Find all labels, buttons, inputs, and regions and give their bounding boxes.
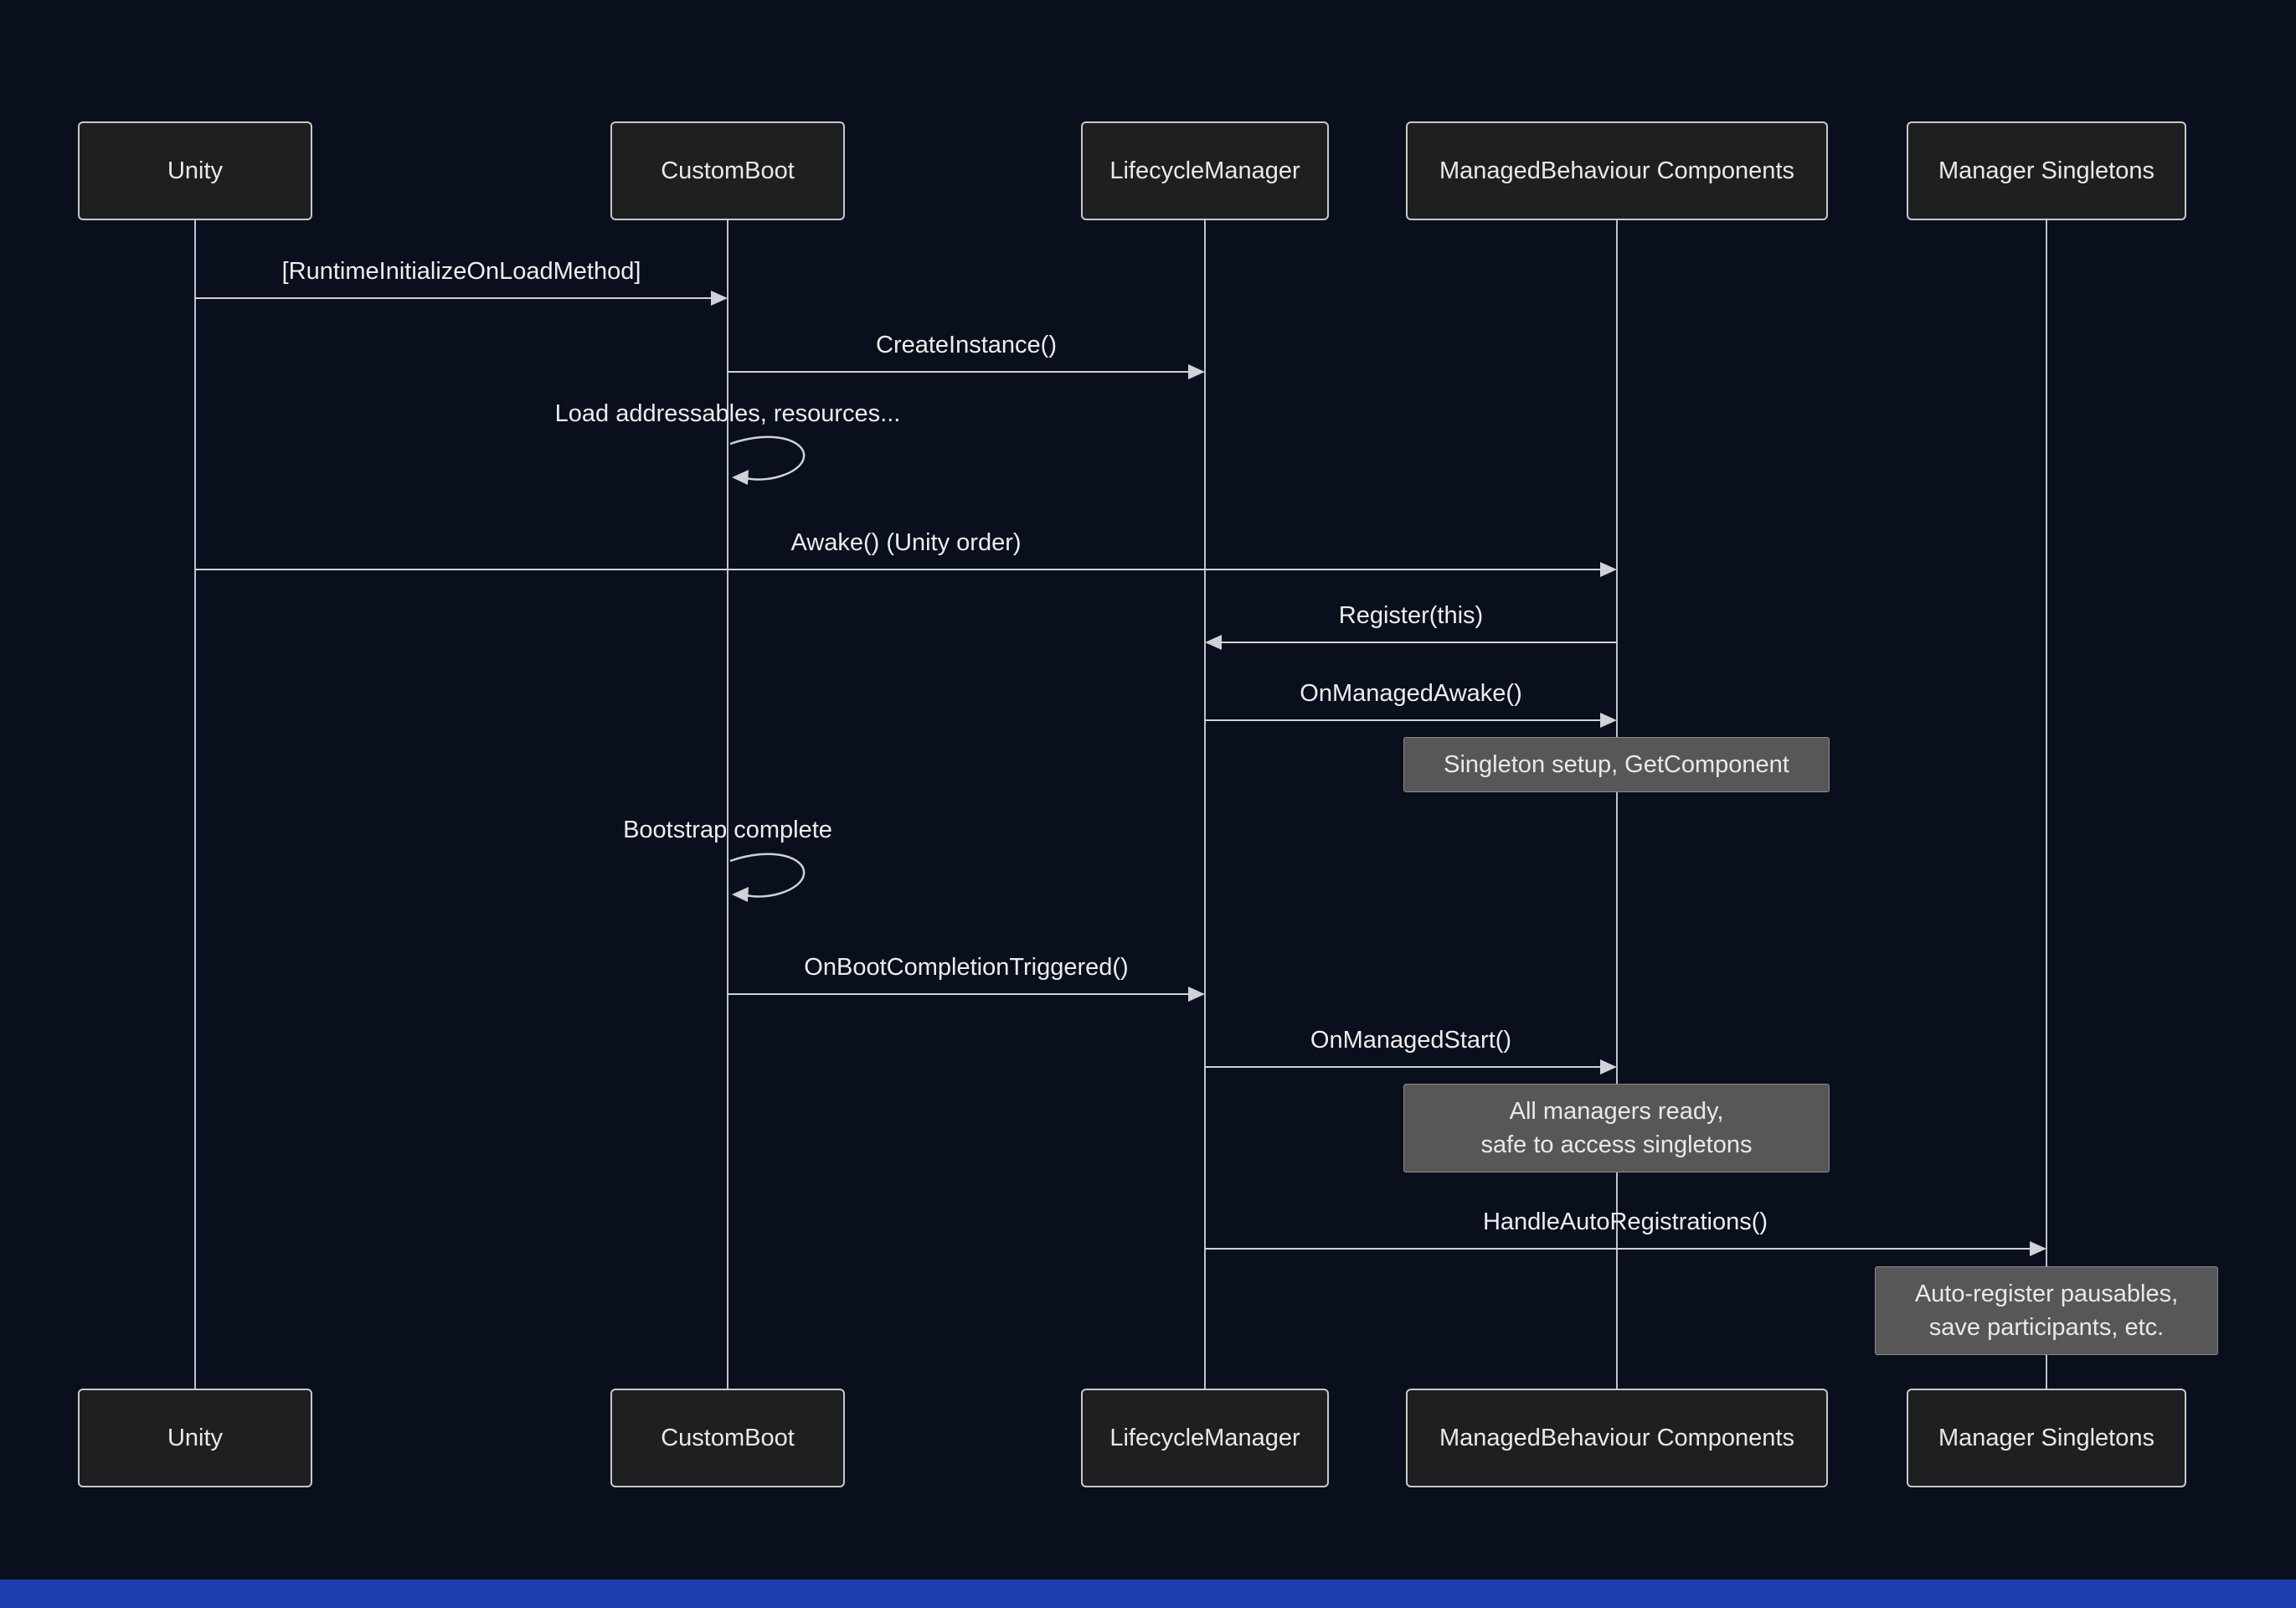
lifeline-customboot	[727, 220, 728, 1389]
actor-label: ManagedBehaviour Components	[1439, 1424, 1794, 1451]
message-label-onmanagedstart: OnManagedStart()	[1310, 1027, 1512, 1054]
arrowhead-icon	[1188, 364, 1205, 379]
message-label-awake: Awake() (Unity order)	[790, 529, 1022, 556]
actor-label: ManagedBehaviour Components	[1439, 157, 1794, 184]
message-label-bootstrap-complete: Bootstrap complete	[623, 817, 832, 843]
message-line-register	[1220, 642, 1617, 643]
actor-box-customboot-bottom: CustomBoot	[610, 1389, 845, 1487]
note-auto-register: Auto-register pausables, save participan…	[1875, 1266, 2218, 1355]
message-label-handleautoregistrations: HandleAutoRegistrations()	[1482, 1209, 1768, 1235]
message-label-register: Register(this)	[1338, 602, 1484, 629]
message-label-onbootcompletion: OnBootCompletionTriggered()	[804, 954, 1129, 981]
arrowhead-icon	[1205, 635, 1222, 650]
note-line: Auto-register pausables,	[1914, 1280, 2179, 1307]
message-label-onmanagedawake: OnManagedAwake()	[1300, 680, 1522, 707]
message-line-handleautoregistrations	[1205, 1248, 2031, 1250]
actor-box-unity-bottom: Unity	[78, 1389, 312, 1487]
message-line-onbootcompletion	[728, 993, 1190, 995]
note-line: save participants, etc.	[1928, 1314, 2165, 1341]
message-label-create-instance: CreateInstance()	[876, 332, 1057, 358]
note-singleton-setup: Singleton setup, GetComponent	[1403, 737, 1830, 792]
arrowhead-icon	[1600, 1059, 1617, 1075]
note-line: All managers ready,	[1509, 1097, 1724, 1125]
message-line-onmanagedstart	[1205, 1066, 1602, 1068]
arrowhead-icon	[2030, 1241, 2046, 1256]
actor-box-managedbehaviour-bottom: ManagedBehaviour Components	[1406, 1389, 1828, 1487]
lifeline-manager-singletons	[2046, 220, 2047, 1389]
self-loop-icon	[729, 436, 806, 485]
actor-label: Unity	[167, 157, 224, 184]
arrowhead-icon	[1600, 562, 1617, 577]
actor-label: LifecycleManager	[1109, 1424, 1300, 1451]
message-line-runtime-initialize	[195, 297, 713, 299]
message-label-load-addressables: Load addressables, resources...	[554, 400, 901, 427]
actor-box-managedbehaviour-top: ManagedBehaviour Components	[1406, 121, 1828, 220]
bottom-strip	[0, 1580, 2296, 1608]
note-all-managers-ready: All managers ready, safe to access singl…	[1403, 1084, 1830, 1172]
actor-label: Manager Singletons	[1938, 1424, 2154, 1451]
lifeline-managedbehaviour	[1616, 220, 1618, 1389]
message-label-runtime-initialize: [RuntimeInitializeOnLoadMethod]	[281, 258, 641, 285]
arrowhead-icon	[1188, 987, 1205, 1002]
self-loop-icon	[729, 853, 806, 902]
note-line: safe to access singletons	[1480, 1131, 1753, 1158]
arrowhead-icon	[711, 291, 728, 306]
message-line-onmanagedawake	[1205, 719, 1602, 721]
lifeline-lifecyclemanager	[1204, 220, 1206, 1389]
actor-box-manager-singletons-bottom: Manager Singletons	[1907, 1389, 2186, 1487]
actor-box-manager-singletons-top: Manager Singletons	[1907, 121, 2186, 220]
actor-label: CustomBoot	[661, 1424, 795, 1451]
actor-label: Manager Singletons	[1938, 157, 2154, 184]
actor-label: Unity	[167, 1424, 224, 1451]
actor-box-lifecyclemanager-bottom: LifecycleManager	[1081, 1389, 1329, 1487]
actor-box-customboot-top: CustomBoot	[610, 121, 845, 220]
lifeline-unity	[194, 220, 196, 1389]
note-line: Singleton setup, GetComponent	[1444, 750, 1789, 778]
actor-label: LifecycleManager	[1109, 157, 1300, 184]
message-line-awake	[195, 569, 1602, 570]
actor-label: CustomBoot	[661, 157, 795, 184]
message-line-create-instance	[728, 371, 1190, 373]
actor-box-lifecyclemanager-top: LifecycleManager	[1081, 121, 1329, 220]
arrowhead-icon	[1600, 713, 1617, 728]
actor-box-unity-top: Unity	[78, 121, 312, 220]
